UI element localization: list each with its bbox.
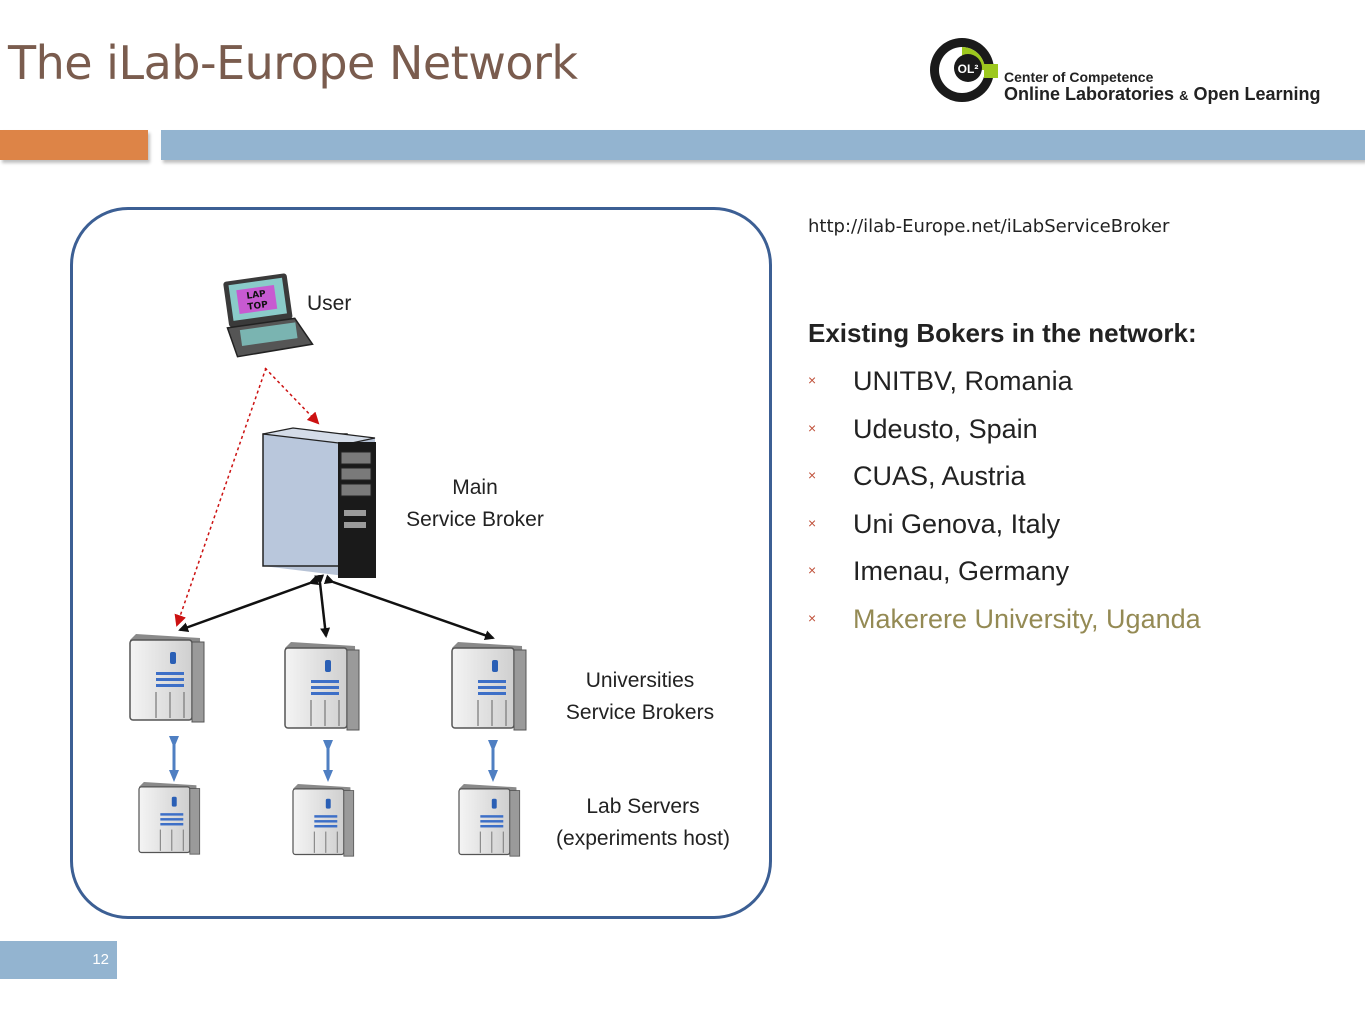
bullet-icon: × (808, 609, 817, 626)
university-server-1-icon (129, 633, 205, 723)
main-to-broker3-arrow (323, 574, 495, 641)
page-number-box: 12 (0, 941, 117, 979)
user-label: User (307, 292, 352, 315)
accent-bar-orange (0, 130, 148, 160)
universities-label-line1: Universities (585, 669, 695, 692)
university-server-3-icon (451, 641, 527, 731)
universities-label-line2: Service Brokers (565, 701, 715, 724)
page-number: 12 (92, 951, 109, 968)
main-to-broker2-arrow (314, 574, 331, 638)
main-broker-label-line2: Service Broker (406, 508, 544, 531)
lab-server-1-icon (138, 781, 201, 855)
logo-line2b: Open Learning (1193, 84, 1321, 104)
logo-line2: Online Laboratories & Open Learning (1004, 84, 1320, 105)
logo-line1: Center of Competence (1004, 69, 1154, 85)
logo-badge-text: OL² (958, 62, 979, 76)
list-item-text: Uni Genova, Italy (853, 508, 1061, 539)
user-to-main-arrow (264, 367, 320, 425)
laptop-text-1: LAP (246, 289, 267, 302)
list-item-text: Udeusto, Spain (853, 413, 1038, 444)
brokers-heading: Existing Bokers in the network: (808, 318, 1197, 348)
list-item-text: CUAS, Austria (853, 461, 1026, 492)
lab-label-line2: (experiments host) (556, 827, 730, 850)
lab-label-line1: Lab Servers (586, 795, 700, 818)
main-service-broker-server-icon (262, 427, 376, 578)
bullet-icon: × (808, 372, 817, 388)
lab-server-3-icon (458, 783, 521, 857)
slide-title: The iLab-Europe Network (8, 36, 578, 90)
network-diagram-svg: LAP TOP (129, 273, 527, 857)
lab-server-2-icon (292, 783, 355, 857)
universities-brokers-label: Universities Service Brokers (555, 665, 725, 729)
bullet-icon: × (808, 562, 817, 579)
laptop-icon: LAP TOP (223, 273, 314, 358)
logo-amp: & (1179, 88, 1189, 103)
accent-bar-blue (161, 130, 1365, 160)
list-item-text: Makerere University, Uganda (853, 603, 1201, 634)
broker-url: http://ilab-Europe.net/iLabServiceBroker (808, 216, 1170, 237)
main-broker-label: Main Service Broker (391, 472, 559, 536)
bullet-icon: × (808, 514, 817, 531)
user-to-university-arrow (174, 367, 267, 627)
logo-line2a: Online Laboratories (1004, 84, 1175, 104)
ol2-logo: OL² Center of Competence Online Laborato… (928, 34, 1348, 106)
main-broker-label-line1: Main (452, 476, 498, 499)
lab-servers-label: Lab Servers (experiments host) (543, 791, 743, 855)
university-server-2-icon (284, 641, 360, 731)
bullet-icon: × (808, 467, 817, 484)
main-to-broker1-arrow (178, 575, 320, 632)
list-item-text: Imenau, Germany (853, 556, 1070, 587)
ol2-logo-icon: OL² (930, 38, 998, 102)
list-item-text: UNITBV, Romania (853, 366, 1073, 396)
bullet-icon: × (808, 419, 817, 436)
laptop-text-2: TOP (247, 300, 269, 313)
network-diagram: LAP TOP (70, 207, 772, 919)
